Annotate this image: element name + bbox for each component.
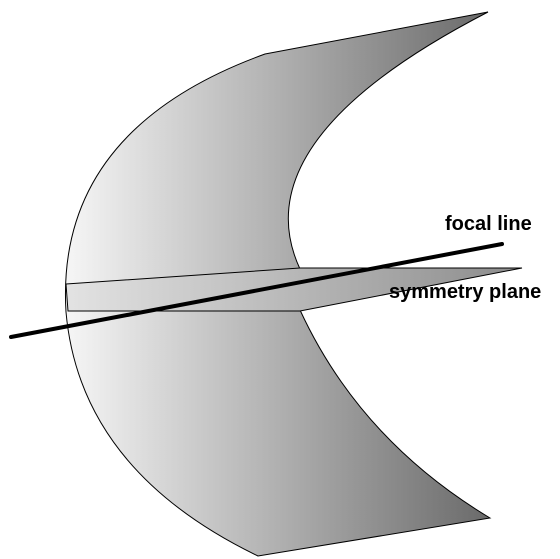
symmetry-plane xyxy=(65,267,523,312)
focal-line-label: focal line xyxy=(445,213,532,235)
focal-line xyxy=(9,242,504,339)
symmetry-plane-label: symmetry plane xyxy=(389,281,542,303)
